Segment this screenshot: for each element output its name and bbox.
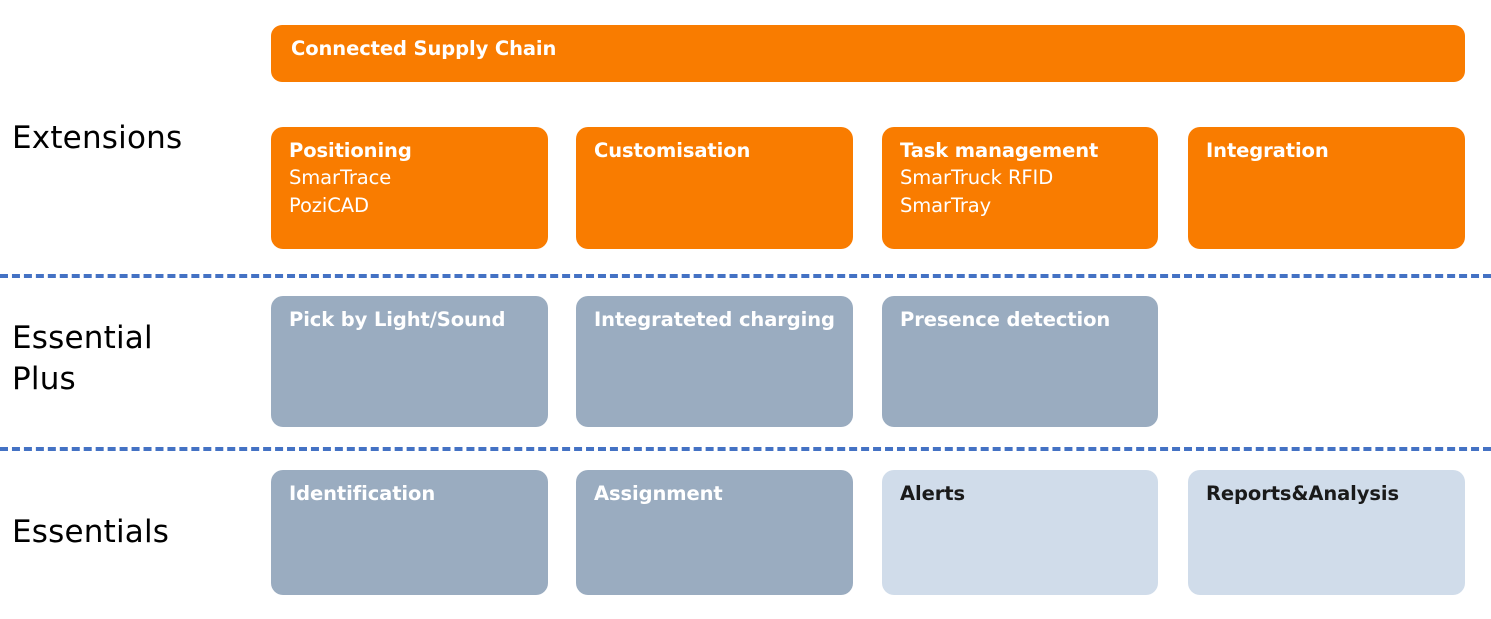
tier-label-essential-plus: Essential Plus [12, 320, 153, 398]
card-integration[interactable]: Integration [1188, 127, 1465, 249]
tier-divider-lower [0, 447, 1491, 451]
tier-label-extensions: Extensions [12, 120, 183, 156]
card-pick-by-light-sound[interactable]: Pick by Light/Sound [271, 296, 548, 427]
card-positioning[interactable]: Positioning SmarTrace PoziCAD [271, 127, 548, 249]
card-title: Reports&Analysis [1206, 482, 1399, 505]
tier-label-essentials: Essentials [12, 514, 170, 550]
card-identification[interactable]: Identification [271, 470, 548, 595]
card-title: Task management [900, 139, 1099, 162]
card-customisation[interactable]: Customisation [576, 127, 853, 249]
tier-divider-upper [0, 274, 1491, 278]
card-title: Alerts [900, 482, 965, 505]
card-title: Integration [1206, 139, 1329, 162]
card-title: Positioning [289, 139, 412, 162]
card-title: Presence detection [900, 308, 1111, 331]
card-title: Identification [289, 482, 436, 505]
card-empty-slot [1188, 296, 1465, 427]
card-reports-and-analysis[interactable]: Reports&Analysis [1188, 470, 1465, 595]
card-title: Pick by Light/Sound [289, 308, 506, 331]
card-title: Integrateted charging [594, 308, 835, 331]
card-alerts[interactable]: Alerts [882, 470, 1158, 595]
connected-supply-chain-banner[interactable]: Connected Supply Chain [271, 25, 1465, 82]
card-subtitle: SmarTrace PoziCAD [289, 165, 392, 217]
card-subtitle: SmarTruck RFID SmarTray [900, 165, 1054, 217]
card-assignment[interactable]: Assignment [576, 470, 853, 595]
card-title: Assignment [594, 482, 723, 505]
card-integrated-charging[interactable]: Integrateted charging [576, 296, 853, 427]
card-title: Customisation [594, 139, 751, 162]
banner-title: Connected Supply Chain [291, 37, 557, 60]
card-task-management[interactable]: Task management SmarTruck RFID SmarTray [882, 127, 1158, 249]
card-presence-detection[interactable]: Presence detection [882, 296, 1158, 427]
